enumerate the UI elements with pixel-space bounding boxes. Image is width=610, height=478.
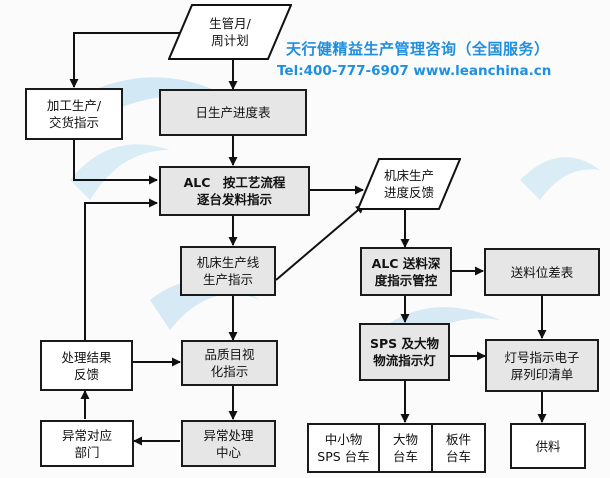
arrow-plan-to-processing [69,32,192,88]
node-small-sps-cart: 中小物 SPS 台车 [307,423,380,473]
node-abnormal-dept: 异常对应 部门 [40,420,134,467]
arrow-result-to-alc [84,198,158,340]
node-plate-cart: 板件 台车 [431,423,486,473]
arrow-line-to-feedback [275,204,365,281]
watermark-title: 天行健精益生产管理咨询（全国服务） [286,40,550,58]
node-sps-lamp: SPS 及大物 物流指示灯 [359,323,450,381]
node-monthly-weekly-plan: 生管月/ 周计划 [168,4,292,60]
node-result-feedback: 处理结果 反馈 [40,340,133,391]
node-daily-schedule: 日生产进度表 [159,89,307,136]
watermark-contact: Tel:400-777-6907 www.leanchina.cn [277,63,552,79]
node-monthly-weekly-plan-label: 生管月/ 周计划 [209,16,251,48]
node-large-cart: 大物 台车 [378,423,433,473]
node-processing-delivery: 加工生产/ 交货指示 [25,88,123,140]
node-quality-visual: 品质目视 化指示 [181,340,278,386]
node-alc-depth: ALC 送料深 度指示管控 [360,247,452,296]
node-lamp-print: 灯号指示电子 屏列印清单 [485,339,599,392]
node-abnormal-center: 异常处理 中心 [181,420,276,467]
node-machine-feedback: 机床生产 进度反馈 [357,158,461,210]
node-feed-diff: 送料位差表 [484,248,600,296]
node-alc-dispatch: ALC 按工艺流程 逐台发料指示 [159,166,310,216]
arrow-processing-to-alc [73,140,158,185]
node-machine-feedback-label: 机床生产 进度反馈 [383,168,434,200]
node-supply: 供料 [510,423,586,469]
node-machine-line: 机床生产线 生产指示 [180,246,276,296]
